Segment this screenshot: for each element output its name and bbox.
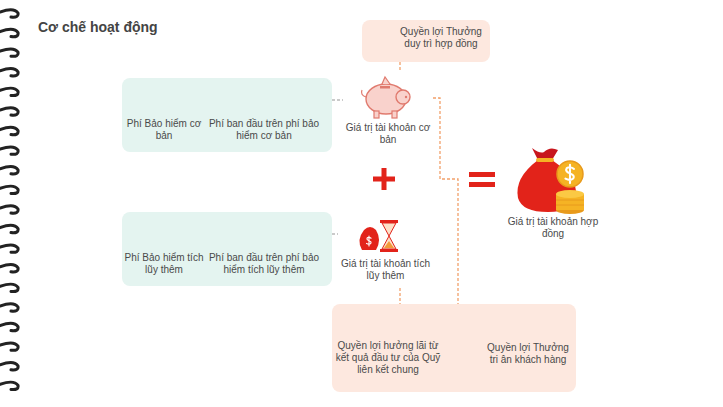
diagram-title: Cơ chế hoạt động (38, 19, 158, 35)
binding-ring (0, 323, 18, 330)
binding-ring (0, 382, 18, 389)
spiral-binding (0, 10, 18, 390)
binding-ring (0, 245, 18, 252)
dashed-connector (400, 62, 401, 72)
plus-sign (373, 168, 395, 190)
binding-ring (0, 10, 18, 17)
binding-ring (0, 108, 18, 115)
node-label: Quyền lợi Thưởng duy trì hợp đồng (396, 26, 486, 50)
node-label: Giá trị tài khoản hợp đồng (498, 216, 608, 240)
binding-ring (0, 49, 18, 56)
binding-ring (0, 147, 18, 154)
node-label: Phí ban đầu trên phí bảo hiểm cơ bản (208, 118, 320, 142)
binding-ring (0, 29, 18, 36)
node-label: Phí Bảo hiểm tích lũy thêm (124, 252, 204, 276)
binding-ring (0, 88, 18, 95)
connector-line (433, 98, 458, 304)
dashed-connector (332, 234, 338, 235)
money-bag (517, 148, 584, 214)
dashed-connector (433, 98, 458, 304)
node-label: Quyền lợi Thưởng tri ân khách hàng (482, 342, 574, 366)
connector-line (399, 62, 400, 72)
binding-ring (0, 186, 18, 193)
piggy-bank (362, 77, 411, 118)
connector-line (399, 288, 400, 304)
connector-line (332, 99, 343, 100)
bonus-box: Quyền lợi Thưởng duy trì hợp đồng (362, 20, 490, 62)
dashed-connector (332, 100, 343, 101)
equals-sign (469, 172, 495, 187)
binding-ring (0, 265, 18, 272)
binding-ring (0, 363, 18, 370)
node-label: Phí Bảo hiểm cơ bản (124, 118, 204, 142)
binding-ring (0, 69, 18, 76)
binding-ring (0, 167, 18, 174)
binding-ring (0, 225, 18, 232)
total-account-node: Giá trị tài khoản hợp đồng (498, 130, 608, 248)
binding-ring (0, 127, 18, 134)
node-label: Giá trị tài khoản cơ bản (343, 122, 433, 146)
fee-band: Phí Bảo hiểm cơ bảnPhí ban đầu trên phí … (122, 78, 332, 152)
node-label: Phí ban đầu trên phí bảo hiểm tích lũy t… (208, 252, 320, 276)
connector-line (332, 233, 338, 234)
binding-ring (0, 343, 18, 350)
savings-icon (359, 220, 398, 252)
node-label: Quyền lợi hưởng lãi từ kết quả đầu tư củ… (332, 340, 444, 376)
benefit-box: Quyền lợi hưởng lãi từ kết quả đầu tư củ… (332, 304, 576, 392)
account-node: Giá trị tài khoản cơ bản (343, 72, 433, 150)
dashed-connector (400, 288, 401, 304)
node-label: Giá trị tài khoản tích lũy thêm (338, 258, 433, 282)
binding-ring (0, 304, 18, 311)
binding-ring (0, 206, 18, 213)
fee-band: Phí Bảo hiểm tích lũy thêmPhí ban đầu tr… (122, 212, 332, 286)
binding-ring (0, 284, 18, 291)
account-node: Giá trị tài khoản tích lũy thêm (338, 212, 433, 288)
